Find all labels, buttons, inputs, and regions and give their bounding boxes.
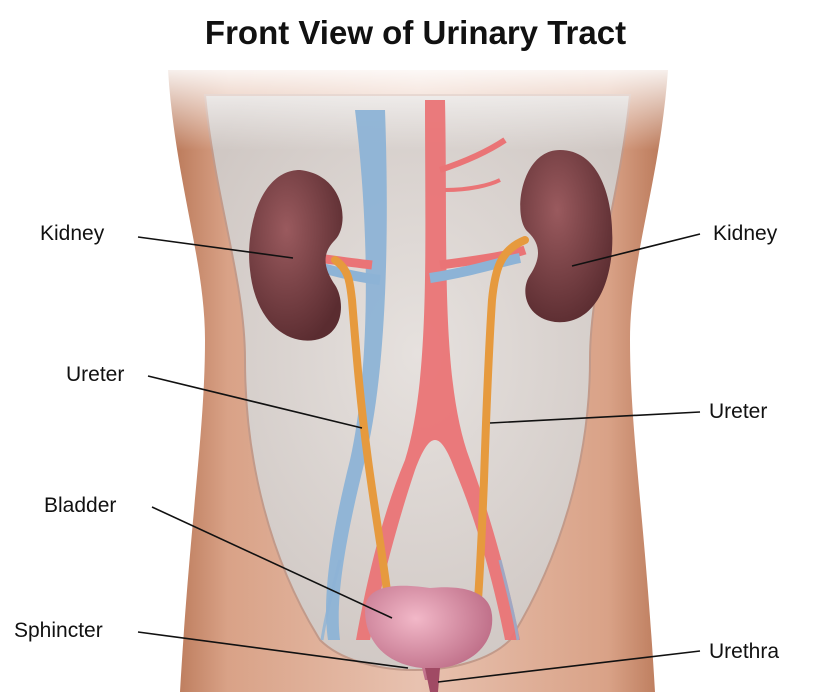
label-ureter-right: Ureter	[709, 401, 767, 422]
label-ureter-left: Ureter	[66, 364, 124, 385]
label-kidney-left: Kidney	[40, 223, 104, 244]
label-urethra: Urethra	[709, 641, 779, 662]
label-kidney-right: Kidney	[713, 223, 777, 244]
label-sphincter: Sphincter	[14, 620, 103, 641]
right-kidney	[520, 150, 612, 322]
label-bladder: Bladder	[44, 495, 116, 516]
